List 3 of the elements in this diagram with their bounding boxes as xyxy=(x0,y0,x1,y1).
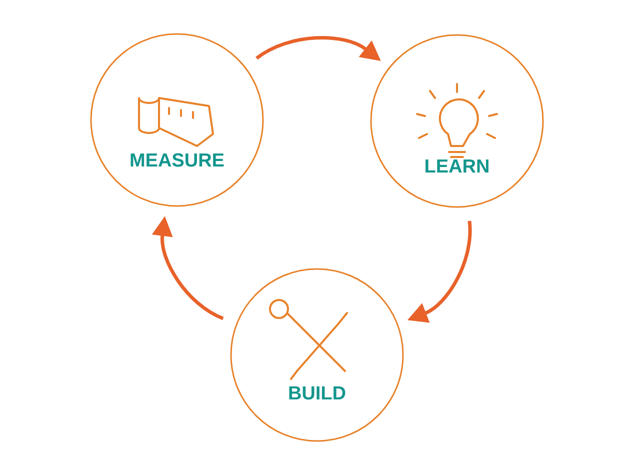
circle-node: LEARN xyxy=(370,34,544,208)
circle-node: BUILD xyxy=(230,268,404,442)
circle-node: MEASURE xyxy=(90,33,264,207)
